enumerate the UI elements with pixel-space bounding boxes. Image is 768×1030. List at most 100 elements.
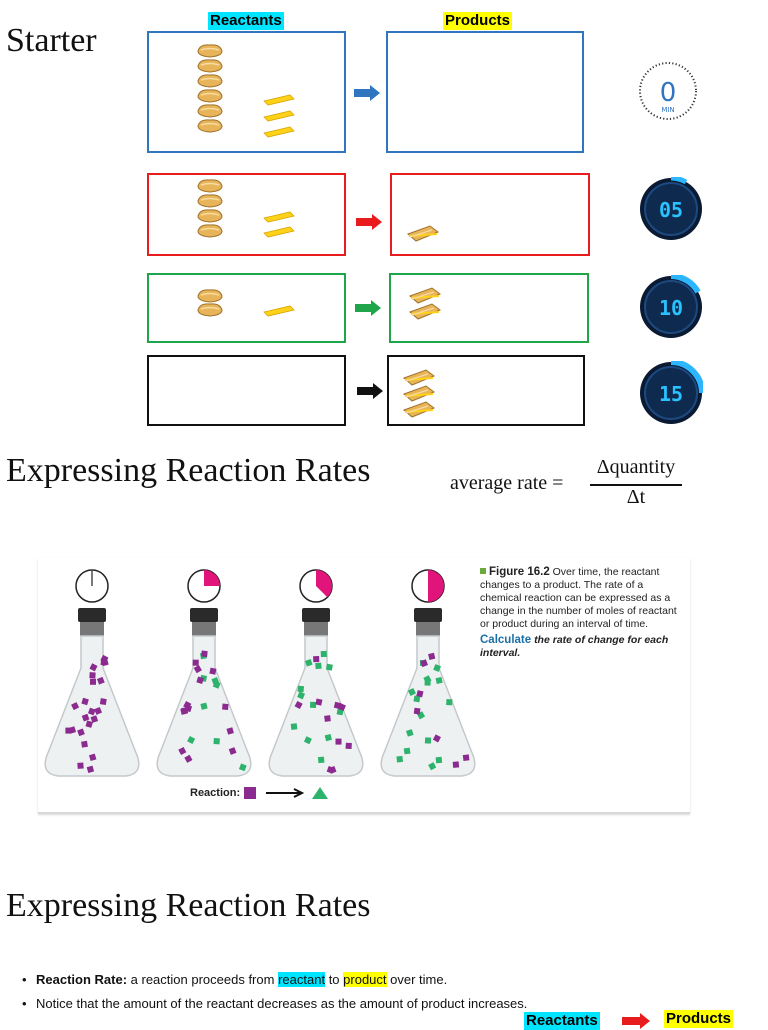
product-molecule [309,701,317,709]
clock-icon [299,569,333,603]
reactant-molecule [87,707,96,716]
product-molecule [403,747,411,755]
sandwich-icon [403,401,436,418]
bread-slice-icon [197,289,223,303]
footer-reactants: Reactants [524,1012,600,1030]
product-molecule [304,658,313,667]
product-molecule [238,763,247,772]
reactant-molecule [333,701,341,709]
timer-15-number: 15 [659,382,683,406]
reactant-molecule [89,672,96,679]
product-molecule [396,755,403,763]
bread-slice-icon [197,224,223,238]
product-molecule [200,702,208,710]
starter-title: Starter [6,22,97,59]
product-molecule [187,735,196,745]
reactant-molecule [71,702,80,711]
cheese-slice-icon [263,305,295,317]
timer-15-icon: 15 [639,361,703,425]
reactant-molecule [184,754,193,763]
bullet-notice: Notice that the amount of the reactant d… [20,996,540,1012]
product-molecule [212,680,221,689]
formula-bar [590,484,682,486]
product-molecule [290,723,298,730]
bullet1-text-b: to [328,972,340,987]
figure-caption: Figure 16.2 Over time, the reactant chan… [480,566,686,660]
row1-products-box [386,31,584,153]
row2-arrow-icon [356,214,382,230]
product-molecule [324,733,332,742]
sandwich-icon [403,385,436,402]
product-molecule [435,756,443,764]
reactant-molecule [462,754,470,762]
reactant-molecule [101,658,109,667]
reactant-molecule [428,652,436,660]
reactant-molecule [89,663,98,672]
timer-0-icon: 0 MIN [636,59,700,123]
reactant-molecule [178,746,187,756]
row1-arrow-icon [354,85,380,101]
cheese-slice-icon [263,226,295,238]
bread-slice-icon [197,74,223,88]
reactant-molecule [81,697,89,706]
reactant-molecule [88,753,97,762]
reactant-molecule [81,713,90,722]
product-molecule [424,737,432,744]
cheese-slice-icon [263,126,295,138]
timer-10-number: 10 [659,296,683,320]
sandwich-icon [409,287,442,304]
products-header: Products [443,12,513,30]
product-molecule [297,691,306,700]
cheese-slice-icon [263,94,295,106]
bullet1-product: product [343,972,387,987]
bread-slice-icon [197,104,223,118]
footer-products: Products [664,1010,734,1028]
figure-caption-text: Over time, the reactant changes to a pro… [480,566,677,630]
calculate-text: the rate of change for each interval. [480,634,669,659]
reaction-legend: Reaction: [190,785,350,803]
product-molecule [315,662,322,670]
product-molecule [406,729,414,737]
reactant-molecule [90,678,96,685]
row2-reactants-box [147,173,346,256]
flask-illustrations [44,569,476,777]
reactant-molecule [313,655,320,663]
sandwich-icon [403,369,436,386]
product-molecule [303,736,312,745]
product-molecule [407,687,416,697]
reactant-molecule [193,665,202,674]
product-molecule [297,685,305,693]
average-rate-formula: average rate = Δquantity Δt [450,456,690,512]
reactant-molecule [413,707,421,715]
reactant-molecule [222,703,229,711]
product-molecule [428,762,437,771]
reactant-molecule [90,715,99,723]
reactant-molecule [86,765,95,774]
flask-3 [268,569,364,777]
reactant-molecule [345,742,352,750]
reactant-molecule [96,676,105,685]
bread-slice-icon [197,119,223,133]
bread-slice-icon [197,44,223,58]
row1-reactants-box [147,31,346,153]
row3-arrow-icon [355,300,381,316]
bread-slice-icon [197,179,223,193]
formula-numerator: Δquantity [596,456,676,478]
caption-marker-icon [480,568,486,574]
reaction-label: Reaction: [190,787,241,799]
product-molecule [320,650,327,658]
section2-title: Expressing Reaction Rates [6,887,371,924]
row3-reactants-box [147,273,346,343]
reactant-molecule [201,650,208,658]
row2-products-box [390,173,590,256]
clock-icon [75,569,109,603]
reactants-header: Reactants [208,12,284,30]
bullet1-text-a: a reaction proceeds from [130,972,275,987]
flask-1 [44,569,140,777]
product-molecule [433,664,441,672]
bullet-reaction-rate: Reaction Rate: a reaction proceeds from … [20,972,540,988]
reactant-molecule [420,659,429,668]
clock-icon [187,569,221,603]
formula-denominator: Δt [626,486,646,508]
reactant-molecule [85,720,93,728]
